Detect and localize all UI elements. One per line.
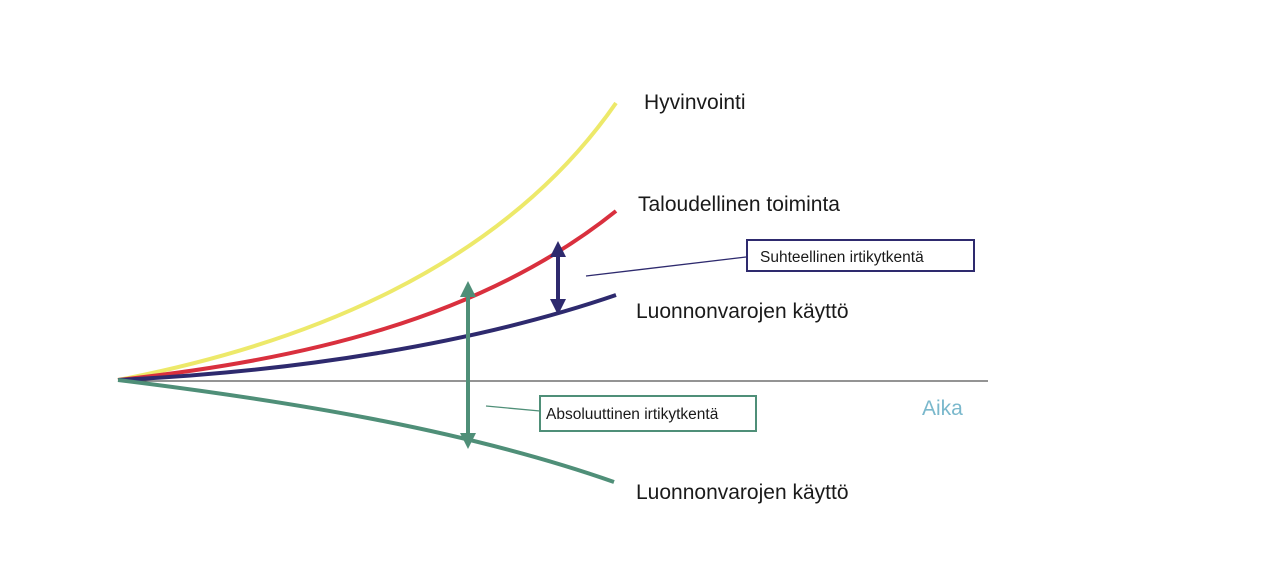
absoluuttinen-box-label: Absoluuttinen irtikytkentä (546, 406, 719, 423)
suhteellinen-box-label: Suhteellinen irtikytkentä (760, 249, 924, 266)
talous-label: Taloudellinen toiminta (638, 193, 840, 216)
aika-label: Aika (922, 397, 963, 420)
absoluuttinen-box (539, 395, 757, 432)
hyvinvointi-label: Hyvinvointi (644, 91, 746, 114)
luonnonvarat-suhteellinen-curve (117, 293, 617, 382)
suhteellinen-box (746, 239, 975, 272)
suhteellinen-callout-line (585, 256, 747, 277)
luonnonvarat-suhteellinen-label: Luonnonvarojen käyttö (636, 300, 849, 323)
luonnonvarat-absoluuttinen-label: Luonnonvarojen käyttö (636, 481, 849, 504)
hyvinvointi-curve (117, 101, 618, 382)
luonnonvarat-absoluuttinen-curve (117, 378, 615, 484)
absoluuttinen-callout-line (485, 405, 541, 412)
